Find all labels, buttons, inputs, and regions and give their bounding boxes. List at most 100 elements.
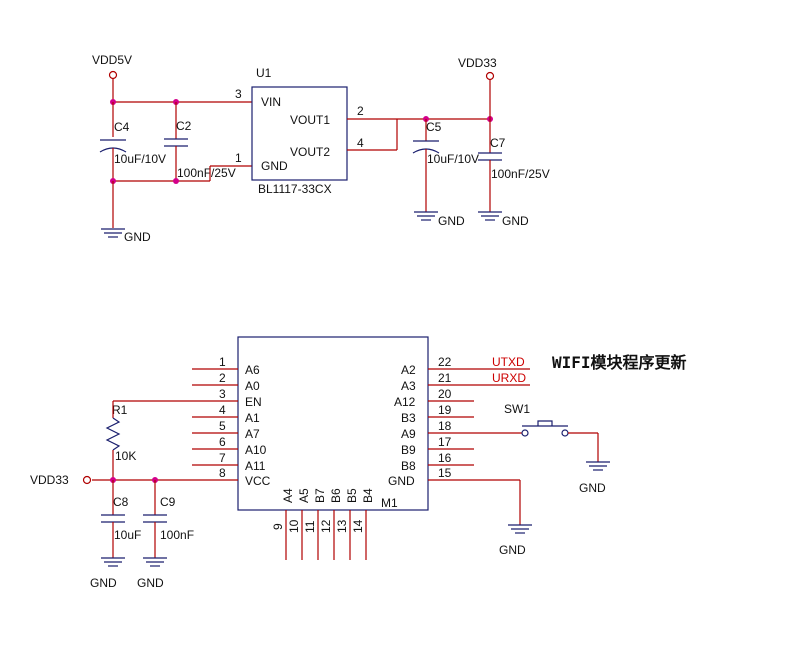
m1-pin-right-16: 16 B8: [401, 451, 474, 473]
u1-ref: U1: [256, 66, 272, 80]
m1-pin-name: A0: [245, 379, 260, 393]
m1-pin-left-5: 5 A7: [192, 419, 260, 441]
gnd-label: GND: [438, 214, 465, 228]
vdd5v-power-symbol: [108, 70, 118, 80]
m1-pin-name: GND: [388, 474, 415, 488]
m1-pin-left-7: 7 A11: [192, 451, 266, 473]
m1-pin-name: A11: [245, 459, 266, 473]
c2-ref: C2: [176, 119, 192, 133]
m1-pin-right-19: 19 B3: [401, 403, 474, 425]
c2-value: 100nF/25V: [177, 166, 236, 180]
m1-pin-num: 16: [438, 451, 452, 465]
gnd-label: GND: [90, 576, 117, 590]
junction-dot: [173, 178, 179, 184]
m1-pin-name: A6: [245, 363, 260, 377]
m1-pin-num: 18: [438, 419, 452, 433]
r1-ref: R1: [112, 403, 128, 417]
m1-pin-num: 7: [219, 451, 226, 465]
ground-symbol: [143, 557, 167, 567]
m1-pin-name: B3: [401, 411, 416, 425]
gnd-label: GND: [137, 576, 164, 590]
m1-ref: M1: [381, 496, 398, 510]
m1-pin-right-18: 18 A9: [401, 419, 522, 441]
u1-pin-gnd-name: GND: [261, 159, 288, 173]
vdd33-power-symbol: [485, 71, 495, 81]
m1-pin-name: B8: [401, 459, 416, 473]
m1-pin-num: 9: [271, 523, 285, 530]
m1-pin-right-22: 22 A2: [401, 355, 530, 377]
sw1-contact: [521, 429, 529, 437]
gnd-label: GND: [579, 481, 606, 495]
m1-pin-num: 14: [351, 519, 365, 533]
m1-pin-name: A4: [281, 488, 295, 503]
m1-pin-num: 19: [438, 403, 452, 417]
utxd-net-label: UTXD: [492, 355, 525, 369]
m1-pin-num: 4: [219, 403, 226, 417]
ground-symbol: [414, 211, 438, 221]
u1-body: [251, 86, 348, 181]
m1-pin-name: A5: [297, 488, 311, 503]
m1-pin-right-15: 15 GND: [388, 466, 520, 488]
m1-body: [237, 336, 429, 511]
u1-pin-gnd-num: 1: [235, 151, 242, 165]
m1-pin-name: B7: [313, 488, 327, 503]
c5-value: 10uF/10V: [427, 152, 479, 166]
m1-pin-name: A12: [394, 395, 416, 409]
ground-symbol: [101, 557, 125, 567]
ground-symbol: [586, 461, 610, 471]
m1-pin-name: A9: [401, 427, 416, 441]
u1-pin-vout1-num: 2: [357, 104, 364, 118]
m1-pin-left-4: 4 A1: [192, 403, 260, 425]
m1-pin-num: 22: [438, 355, 452, 369]
vdd33-power-symbol: [82, 475, 92, 485]
ground-symbol: [478, 211, 502, 221]
sw1-contact: [561, 429, 569, 437]
sw1-button: [537, 420, 553, 426]
m1-pin-right-21: 21 A3: [401, 371, 530, 393]
c5-ref: C5: [426, 120, 442, 134]
gnd-label: GND: [502, 214, 529, 228]
c7-value: 100nF/25V: [491, 167, 550, 181]
m1-bottom-pins: A4 A5 B7 B6 B5 B4 9 10 11 12 13 14: [271, 488, 375, 560]
module-section: M1 1 A6 2 A0 3 EN 4 A1 5 A7 6: [30, 336, 687, 590]
gnd-label: GND: [499, 543, 526, 557]
m1-pin-num: 10: [287, 519, 301, 533]
c7-ref: C7: [490, 136, 506, 150]
m1-pin-num: 1: [219, 355, 226, 369]
c8-value: 10uF: [114, 528, 141, 542]
m1-pin-num: 11: [303, 520, 317, 533]
urxd-net-label: URXD: [492, 371, 526, 385]
m1-pin-name: B9: [401, 443, 416, 457]
ground-symbol: [508, 524, 532, 534]
m1-pin-name: B6: [329, 488, 343, 503]
u1-pin-vin-name: VIN: [261, 95, 281, 109]
m1-pin-num: 20: [438, 387, 452, 401]
m1-pin-num: 5: [219, 419, 226, 433]
m1-pin-name: B5: [345, 488, 359, 503]
m1-pin-name: A2: [401, 363, 416, 377]
u1-part: BL1117-33CX: [258, 182, 332, 196]
m1-pin-right-20: 20 A12: [394, 387, 474, 409]
r1-body: [105, 417, 121, 451]
c4-ref: C4: [114, 120, 130, 134]
m1-pin-num: 21: [438, 371, 452, 385]
m1-pin-num: 6: [219, 435, 226, 449]
m1-pin-num: 12: [319, 519, 333, 533]
vdd5v-label: VDD5V: [92, 53, 132, 67]
m1-pin-name: A3: [401, 379, 416, 393]
wifi-update-note: WIFI模块程序更新: [552, 353, 687, 372]
m1-pin-num: 2: [219, 371, 226, 385]
m1-pin-num: 8: [219, 466, 226, 480]
m1-pin-name: B4: [361, 488, 375, 503]
m1-pin-left-1: 1 A6: [192, 355, 260, 377]
u1-pin-vout2-name: VOUT2: [290, 145, 330, 159]
m1-pin-left-8: 8 VCC: [92, 466, 271, 488]
m1-pin-left-6: 6 A10: [192, 435, 267, 457]
m1-pin-num: 15: [438, 466, 452, 480]
gnd-label: GND: [124, 230, 151, 244]
sw1-ref: SW1: [504, 402, 530, 416]
m1-pin-name: A10: [245, 443, 267, 457]
m1-pin-name: EN: [245, 395, 262, 409]
m1-pin-left-2: 2 A0: [192, 371, 260, 393]
